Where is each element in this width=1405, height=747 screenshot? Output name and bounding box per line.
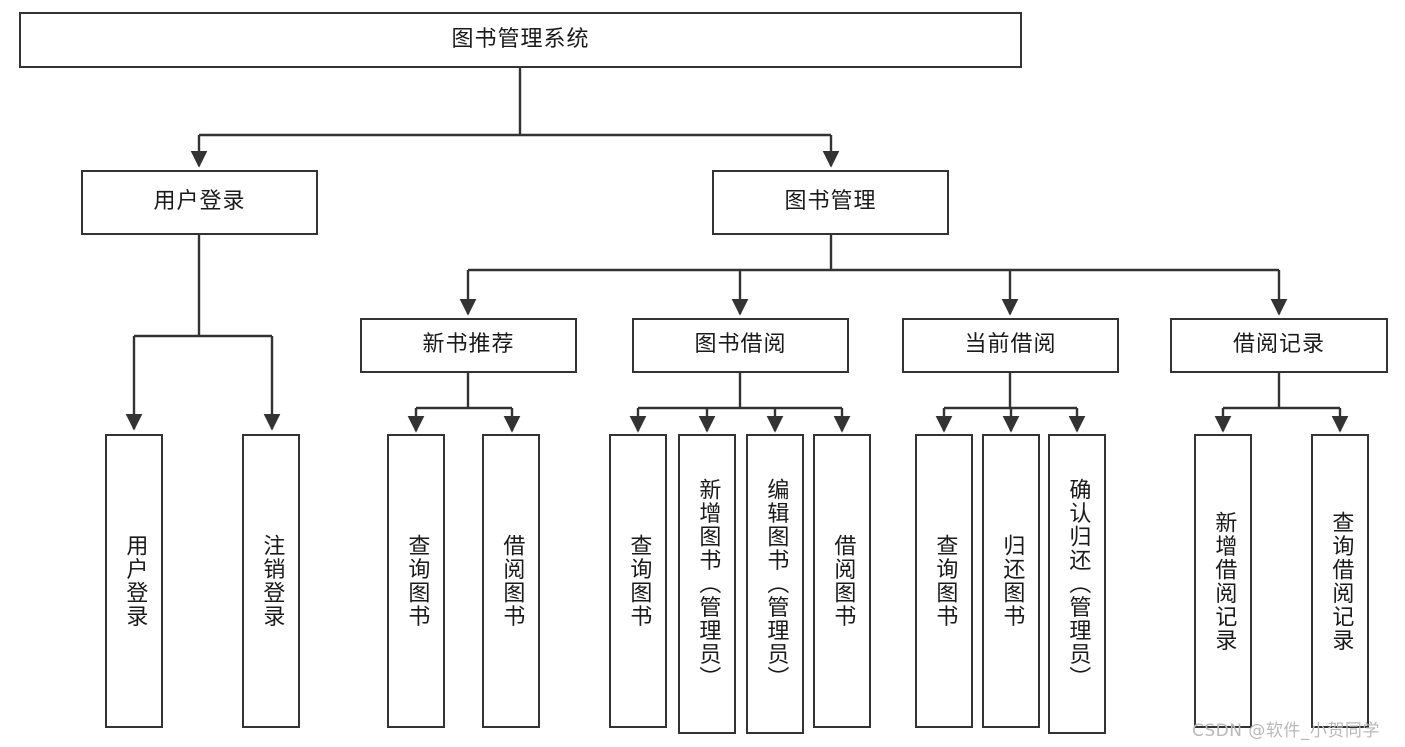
leaf-return-book[interactable]: 归还图书 xyxy=(982,434,1040,728)
watermark-text: CSDN @软件_小贺同学 xyxy=(1192,721,1380,741)
leaf-borrow-book-recommend[interactable]: 借阅图书 xyxy=(482,434,540,728)
node-label: 确认归还（管理员） xyxy=(1065,478,1091,690)
leaf-edit-book-admin[interactable]: 编辑图书（管理员） xyxy=(746,434,804,734)
leaf-confirm-return-admin[interactable]: 确认归还（管理员） xyxy=(1048,434,1106,734)
node-user-login[interactable]: 用户登录 xyxy=(81,170,318,235)
node-book-borrow[interactable]: 图书借阅 xyxy=(632,318,849,373)
node-label: 查询图书 xyxy=(404,534,430,628)
node-label: 查询图书 xyxy=(932,534,958,628)
node-label: 编辑图书（管理员） xyxy=(763,478,789,690)
node-label: 图书管理系统 xyxy=(451,26,590,52)
node-label: 当前借阅 xyxy=(964,332,1057,358)
leaf-query-book-current[interactable]: 查询图书 xyxy=(915,434,973,728)
leaf-query-book-recommend[interactable]: 查询图书 xyxy=(387,434,445,728)
leaf-logout[interactable]: 注销登录 xyxy=(242,434,300,728)
leaf-borrow-book[interactable]: 借阅图书 xyxy=(813,434,871,728)
leaf-add-book-admin[interactable]: 新增图书（管理员） xyxy=(678,434,736,734)
node-current-borrow[interactable]: 当前借阅 xyxy=(902,318,1119,373)
node-label: 新书推荐 xyxy=(422,332,515,358)
node-label: 查询借阅记录 xyxy=(1328,510,1354,652)
node-root-book-management-system[interactable]: 图书管理系统 xyxy=(19,12,1022,68)
node-book-management[interactable]: 图书管理 xyxy=(712,170,949,235)
node-label: 借阅图书 xyxy=(830,534,856,628)
node-label: 借阅记录 xyxy=(1232,332,1325,358)
node-label: 查询图书 xyxy=(626,534,652,628)
node-label: 借阅图书 xyxy=(499,534,525,628)
csdn-watermark: CSDN @软件_小贺同学 xyxy=(1192,716,1380,741)
node-borrow-record[interactable]: 借阅记录 xyxy=(1170,318,1388,373)
node-label: 新增借阅记录 xyxy=(1211,510,1237,652)
leaf-query-borrow-record[interactable]: 查询借阅记录 xyxy=(1311,434,1369,728)
leaf-user-login[interactable]: 用户登录 xyxy=(105,434,163,728)
node-label: 图书管理 xyxy=(784,189,877,215)
node-label: 图书借阅 xyxy=(694,332,787,358)
node-new-book-recommend[interactable]: 新书推荐 xyxy=(360,318,577,373)
node-label: 新增图书（管理员） xyxy=(695,478,721,690)
node-label: 归还图书 xyxy=(999,534,1025,628)
leaf-query-book-borrow[interactable]: 查询图书 xyxy=(609,434,667,728)
node-label: 注销登录 xyxy=(259,534,285,628)
node-label: 用户登录 xyxy=(153,189,246,215)
node-label: 用户登录 xyxy=(122,534,148,628)
leaf-add-borrow-record[interactable]: 新增借阅记录 xyxy=(1194,434,1252,728)
